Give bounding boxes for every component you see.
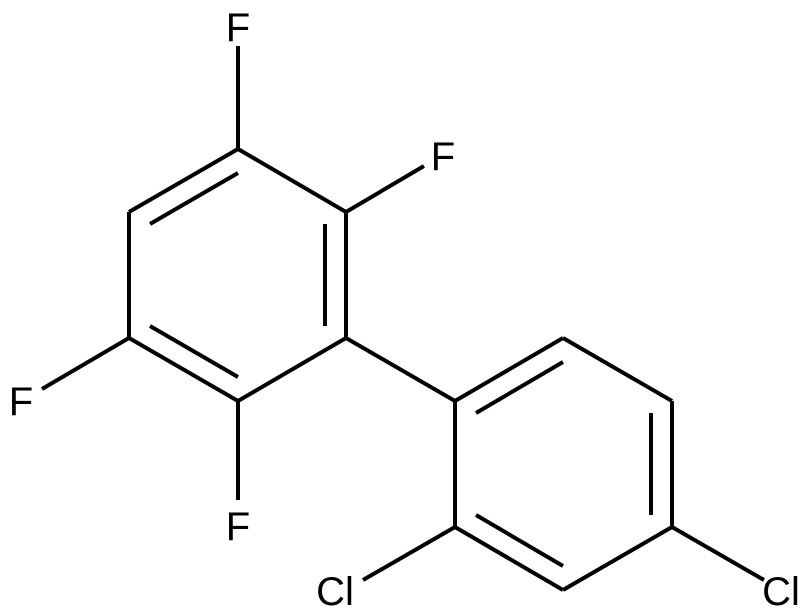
bond-ring1-c6-c1	[127, 147, 240, 214]
fluorine-label-bottom: F	[226, 505, 250, 549]
bond-ring1-c1-c2	[236, 147, 348, 214]
bond-ring1-c6-c1-inner	[148, 171, 240, 226]
bond-ring1-c4-c5	[127, 336, 240, 403]
bond-c-f-left	[40, 336, 131, 391]
bond-c-cl-ortho	[362, 525, 456, 582]
fluorine-label-top: F	[226, 6, 250, 50]
chlorine-label-ortho: Cl	[316, 570, 354, 614]
tetrafluorophenyl-ring	[127, 147, 348, 403]
bond-c-f-upper-right	[344, 164, 426, 214]
bond-ring1-c3-c4	[236, 336, 348, 403]
bond-c-cl-para	[671, 525, 765, 582]
dichlorophenyl-ring	[453, 336, 674, 592]
bond-ring2-c1-c2-inner	[474, 360, 565, 415]
bond-ring2-c5-c6-inner	[474, 513, 565, 568]
fluorine-label-upper-right: F	[431, 135, 455, 179]
bond-biaryl	[344, 336, 457, 403]
fluorine-label-left: F	[9, 380, 33, 424]
bond-ring2-c4-c5	[561, 525, 674, 592]
bond-ring1-c4-c5-inner	[148, 324, 240, 379]
bond-ring2-c2-c3	[561, 336, 674, 403]
bond-ring2-c1-c2	[453, 336, 565, 403]
chlorine-label-para: Cl	[762, 570, 800, 614]
bond-ring2-c5-c6	[453, 525, 565, 592]
